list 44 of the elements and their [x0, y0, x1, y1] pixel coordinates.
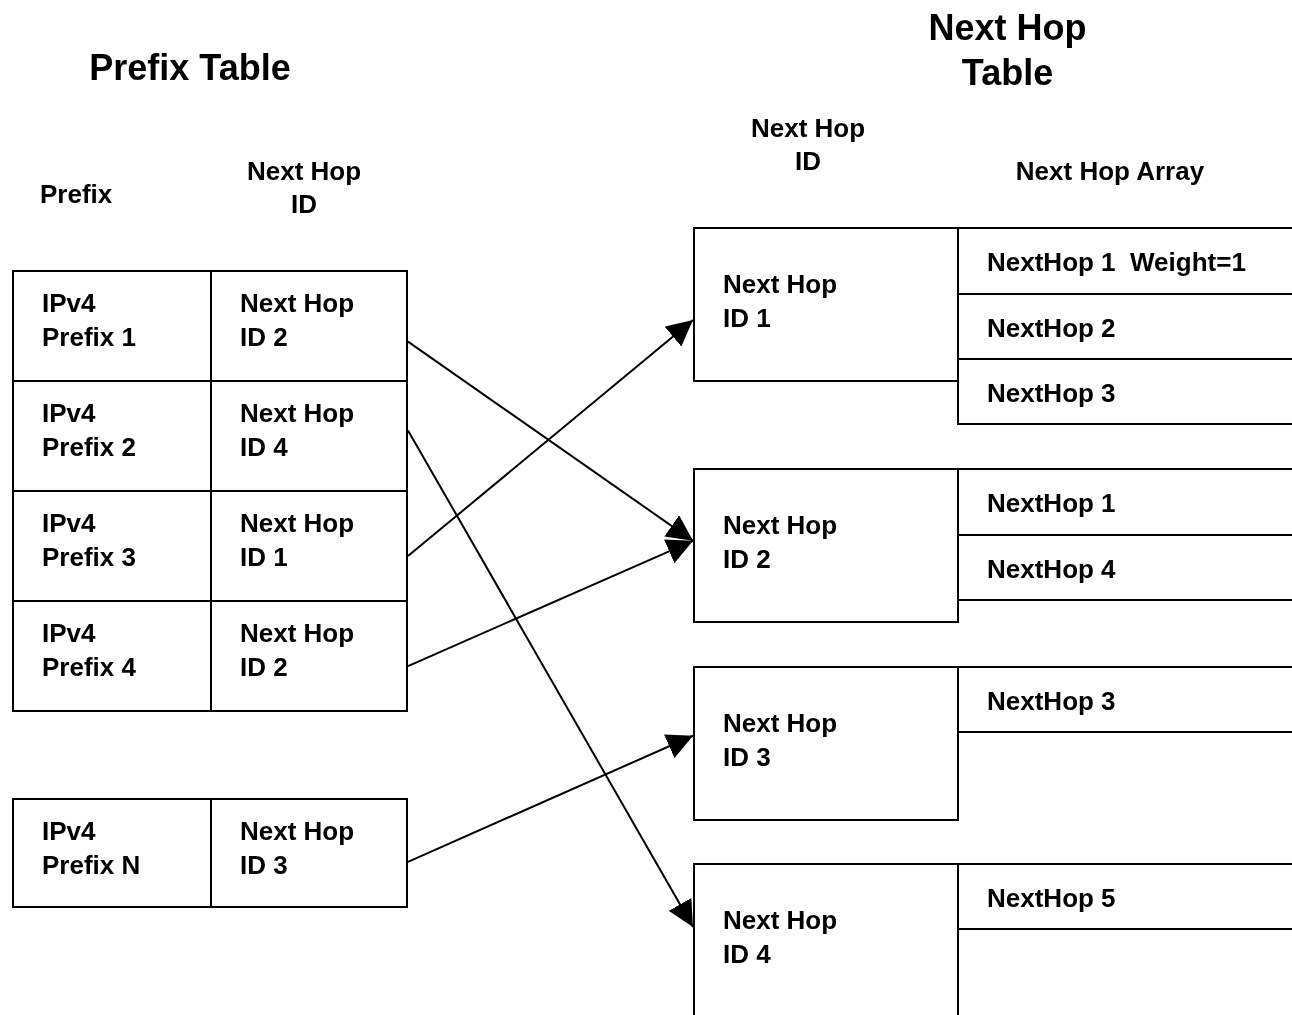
cell-text: Next Hop ID 4 [240, 397, 356, 464]
column-heading: Next Hop ID [245, 155, 363, 220]
table-cell [210, 270, 408, 382]
cell-text: Next Hop ID 2 [240, 287, 356, 354]
cell-text: Next Hop ID 3 [723, 707, 839, 774]
next-hop-array-row [957, 863, 1292, 930]
cell-text: Next Hop ID 2 [240, 617, 356, 684]
table-cell [210, 600, 408, 712]
cell-text: IPv4 Prefix 4 [42, 617, 137, 684]
next-hop-id-box [693, 468, 959, 623]
arrow [407, 734, 694, 863]
arrow [407, 539, 694, 668]
arrow [407, 429, 694, 928]
next-hop-id-box [693, 227, 959, 382]
cell-text: IPv4 Prefix N [42, 815, 142, 882]
cell-text: NextHop 3 [987, 685, 1117, 718]
column-heading: Prefix [40, 178, 114, 211]
cell-text: NextHop 4 [987, 553, 1117, 586]
cell-text: NextHop 2 [987, 312, 1117, 345]
table-heading: Prefix Table [88, 46, 292, 90]
cell-text: Next Hop ID 1 [723, 268, 839, 335]
cell-text: NextHop 1 Weight=1 [987, 246, 1247, 279]
cell-text: NextHop 3 [987, 377, 1117, 410]
cell-text: Next Hop ID 4 [723, 904, 839, 971]
next-hop-id-box [693, 863, 959, 1015]
table-cell [12, 798, 212, 908]
column-heading: Next Hop Array [1014, 155, 1206, 188]
cell-text: IPv4 Prefix 2 [42, 397, 137, 464]
next-hop-id-box [693, 666, 959, 821]
cell-text: NextHop 1 [987, 487, 1117, 520]
cell-text: IPv4 Prefix 1 [42, 287, 137, 354]
cell-text: NextHop 5 [987, 882, 1117, 915]
cell-text: Next Hop ID 1 [240, 507, 356, 574]
cell-text: Next Hop ID 2 [723, 509, 839, 576]
cell-text: IPv4 Prefix 3 [42, 507, 137, 574]
cell-text: Next Hop ID 3 [240, 815, 356, 882]
table-cell [210, 798, 408, 908]
table-heading: Next Hop Table [927, 6, 1088, 95]
table-cell [12, 270, 212, 382]
arrow [407, 319, 694, 558]
next-hop-array-row [957, 666, 1292, 733]
table-cell [12, 600, 212, 712]
column-heading: Next Hop ID [749, 112, 867, 177]
arrow [407, 340, 694, 542]
